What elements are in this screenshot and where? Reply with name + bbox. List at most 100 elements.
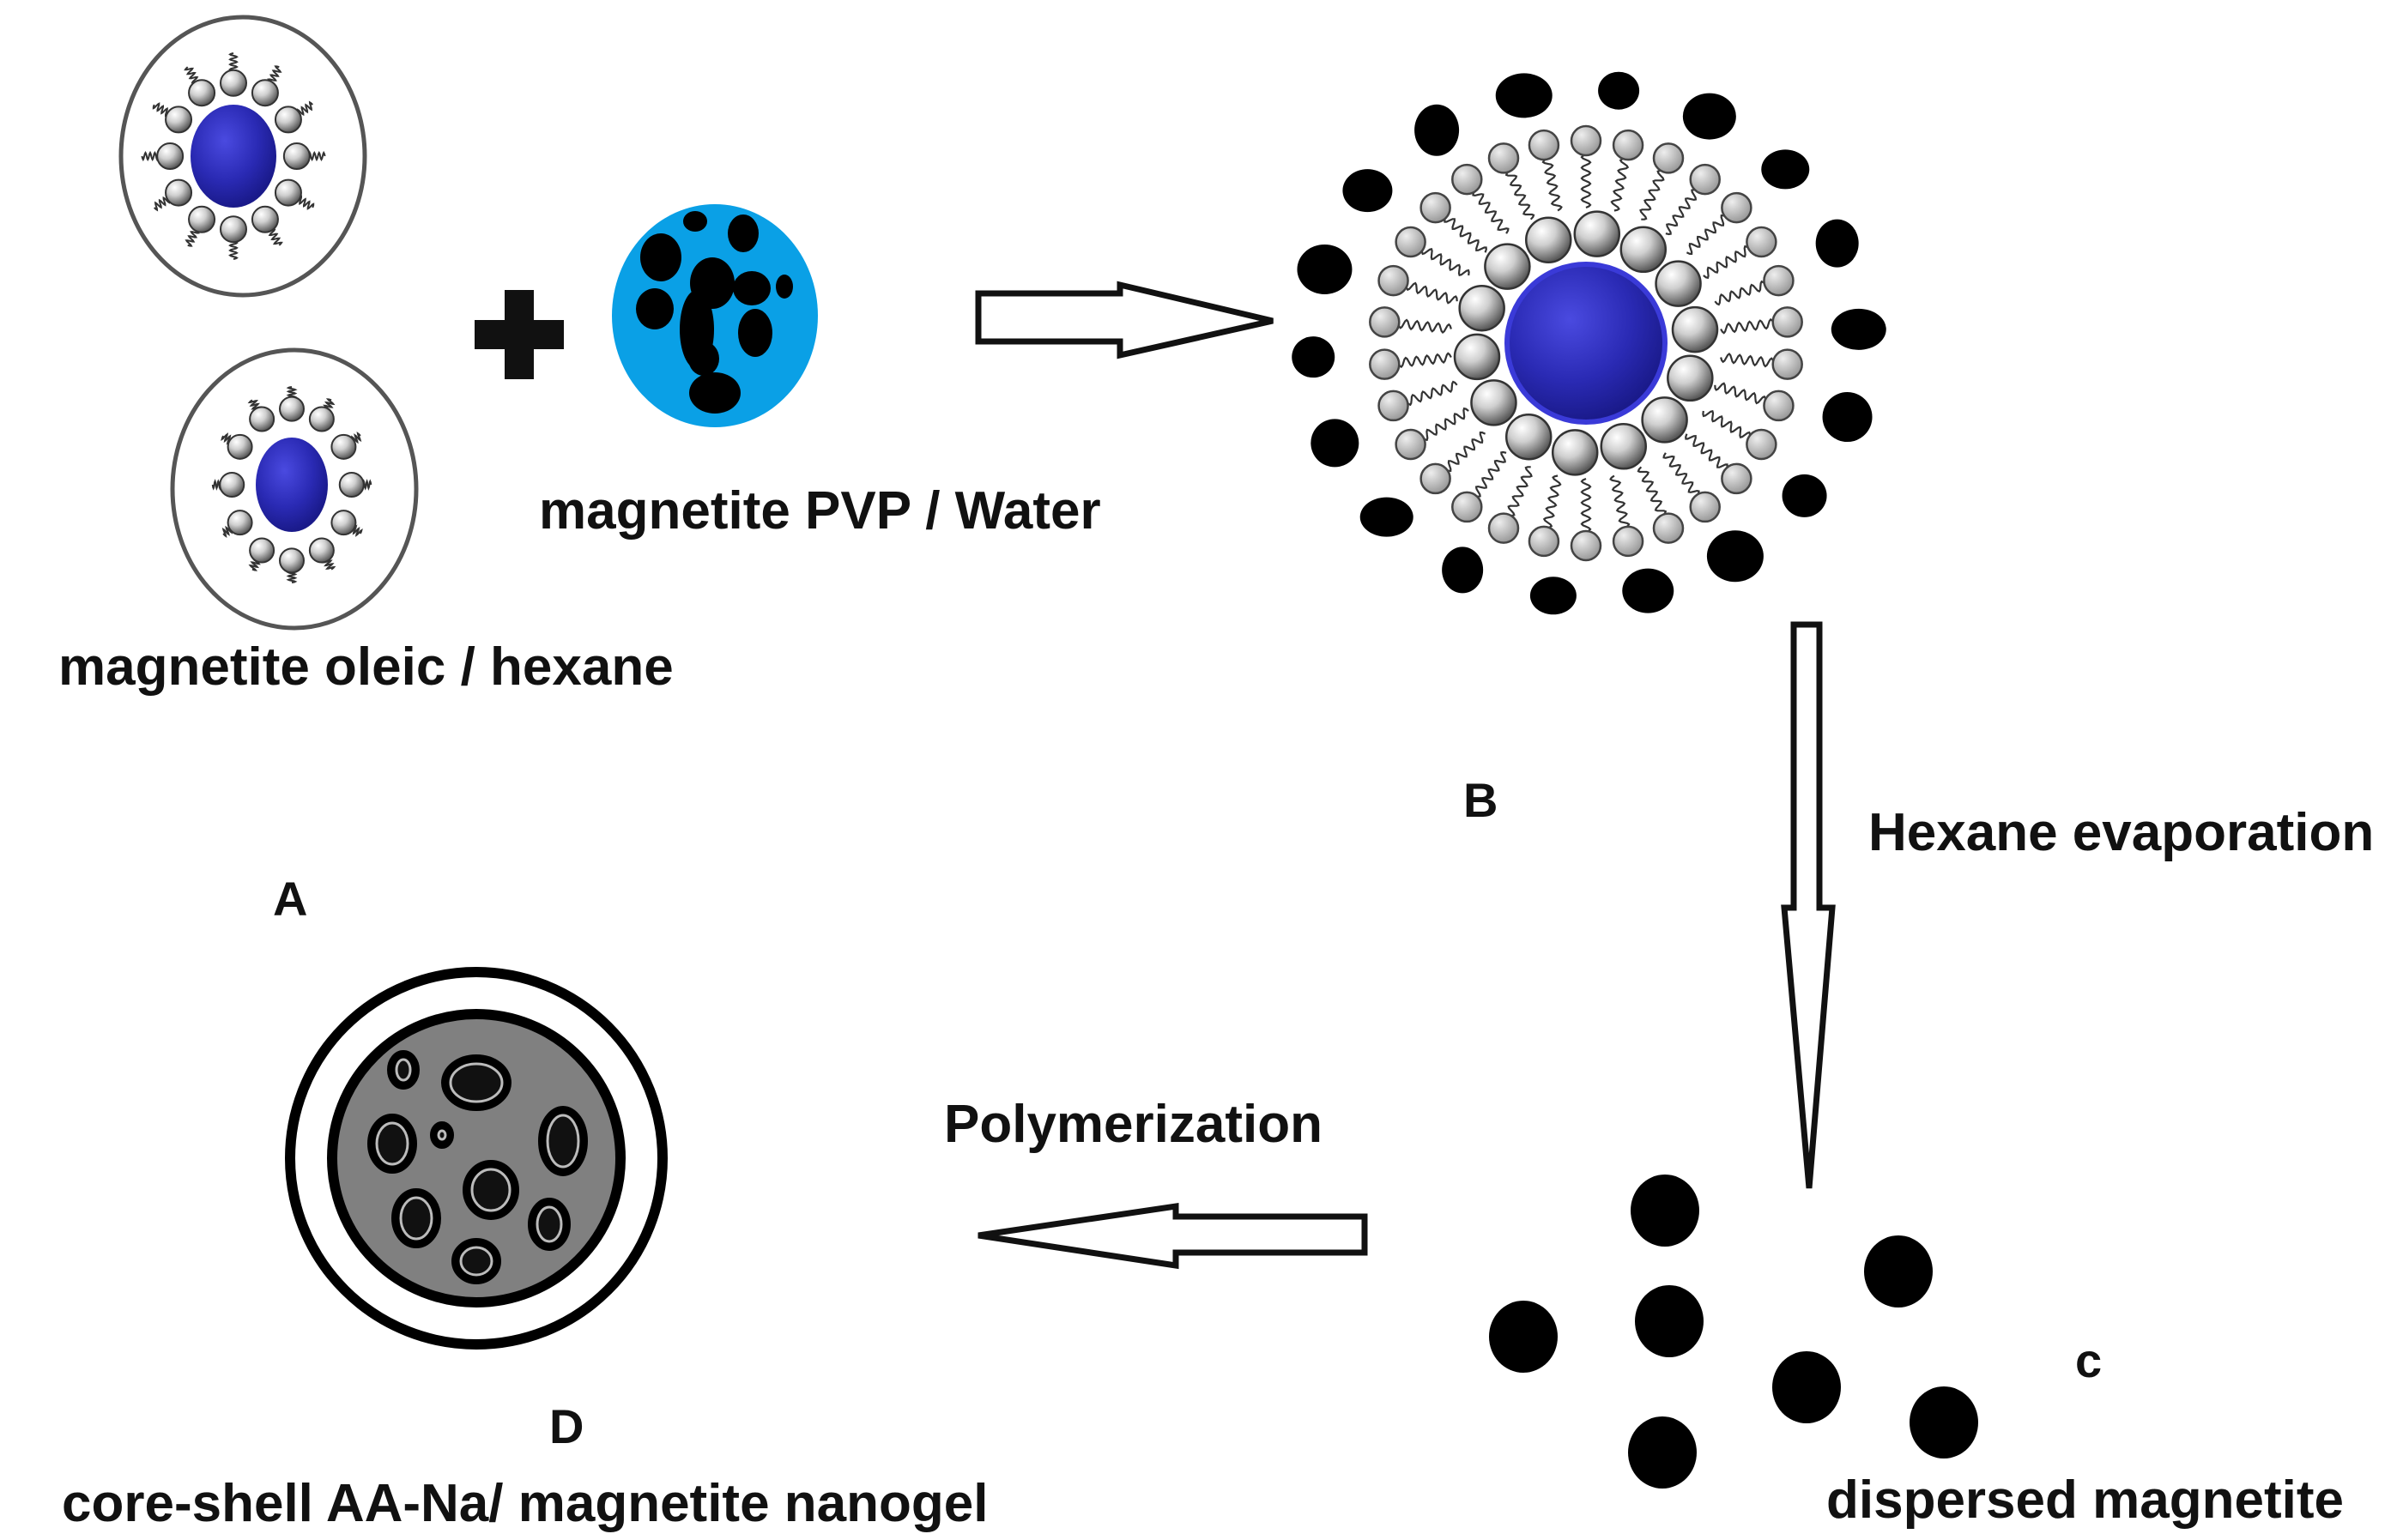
core-shell-nanogel	[285, 967, 668, 1350]
surfactant-head	[227, 433, 253, 460]
outer-head	[1528, 525, 1560, 558]
pvp-magnetite-blob	[1822, 392, 1873, 443]
outer-head	[1487, 512, 1520, 544]
outer-head	[1721, 191, 1752, 224]
pvp-coated-micelle	[1292, 71, 1886, 615]
outer-head	[1721, 462, 1752, 495]
inner-head	[1453, 333, 1501, 381]
label-dispersed-magnetite: dispersed magnetite	[1826, 1471, 2344, 1530]
outer-head	[1763, 264, 1795, 297]
arrow-down-icon	[1781, 621, 1836, 1189]
outer-head	[1771, 348, 1803, 380]
oleic-micelle-top	[118, 15, 367, 298]
inner-head	[1470, 379, 1517, 426]
outer-head	[1419, 462, 1451, 495]
pvp-magnetite-blob	[1782, 474, 1827, 517]
surfactant-head	[220, 215, 247, 244]
pvp-water-droplet	[612, 204, 818, 427]
pvp-magnetite-blob	[1706, 530, 1764, 583]
surfactant-head	[227, 510, 253, 536]
outer-head	[1612, 129, 1644, 161]
surfactant-head	[308, 537, 335, 564]
outer-head	[1570, 529, 1602, 562]
outer-head	[1771, 306, 1803, 338]
surfactant-head	[330, 433, 357, 460]
pvp-magnetite-blob	[1682, 93, 1736, 140]
label-polymerization: Polymerization	[944, 1095, 1323, 1154]
surfactant-head	[274, 106, 302, 134]
outer-head	[1528, 129, 1560, 161]
stage-letter-c: c	[2075, 1333, 2103, 1387]
outer-head	[1487, 142, 1520, 174]
surfactant-head	[220, 69, 247, 97]
inner-head	[1600, 423, 1647, 470]
outer-head	[1377, 390, 1409, 422]
stage-letter-b: B	[1463, 773, 1498, 827]
label-pvp-water: magnetite PVP / Water	[539, 481, 1101, 541]
surfactant-head	[249, 406, 275, 432]
inner-head	[1458, 284, 1505, 332]
plus-icon	[475, 290, 564, 379]
surfactant-head	[279, 396, 305, 422]
outer-head	[1395, 226, 1426, 258]
pvp-magnetite-blob	[1310, 419, 1359, 468]
surfactant-head	[338, 472, 365, 498]
surfactant-head	[156, 142, 185, 170]
surfactant-head	[282, 142, 311, 170]
inner-head	[1671, 305, 1719, 353]
surfactant-head	[251, 205, 279, 233]
label-hexane-evaporation: Hexane evaporation	[1868, 803, 2375, 862]
pvp-magnetite-blob	[1442, 547, 1484, 594]
surfactant-head	[330, 510, 357, 536]
pvp-magnetite-blob	[1359, 497, 1413, 537]
stage-letter-d: D	[549, 1399, 584, 1453]
inner-head	[1655, 260, 1702, 307]
dispersed-magnetite-particles	[1489, 1175, 1978, 1489]
outer-head	[1395, 428, 1426, 461]
outer-head	[1369, 348, 1401, 380]
inner-head	[1484, 243, 1531, 290]
outer-head	[1419, 191, 1451, 224]
pvp-magnetite-blob	[1342, 169, 1393, 213]
outer-head	[1652, 142, 1685, 174]
inner-head	[1667, 354, 1714, 402]
stage-letter-a: A	[273, 872, 308, 926]
inner-head	[1504, 413, 1553, 461]
inner-head	[1551, 429, 1599, 476]
surfactant-head	[188, 79, 216, 107]
inner-head	[1619, 226, 1668, 274]
surfactant-head	[274, 178, 302, 207]
pvp-magnetite-blob	[1622, 568, 1674, 613]
inner-head	[1641, 396, 1688, 444]
surfactant-head	[249, 537, 275, 564]
outer-head	[1746, 428, 1777, 461]
pvp-magnetite-blob	[1297, 244, 1353, 294]
surfactant-head	[165, 178, 193, 207]
surfactant-head	[251, 79, 279, 107]
pvp-magnetite-blob	[1761, 149, 1810, 190]
outer-head	[1612, 525, 1644, 558]
pvp-magnetite-blob	[1529, 577, 1577, 615]
outer-head	[1689, 491, 1721, 523]
inner-head	[1525, 216, 1572, 263]
surfactant-head	[279, 547, 305, 574]
oleic-micelle-bottom	[170, 347, 419, 631]
surfactant-head	[165, 106, 193, 134]
outer-head	[1377, 264, 1409, 297]
outer-head	[1451, 491, 1483, 523]
outer-head	[1689, 163, 1721, 196]
surfactant-head	[308, 406, 335, 432]
pvp-magnetite-blob	[1414, 104, 1460, 156]
pvp-magnetite-blob	[1815, 219, 1859, 268]
inner-head	[1573, 210, 1621, 257]
outer-head	[1652, 512, 1685, 544]
pvp-magnetite-blob	[1831, 308, 1886, 350]
outer-head	[1451, 163, 1483, 196]
outer-head	[1369, 306, 1401, 338]
label-oleic-hexane: magnetite oleic / hexane	[58, 637, 674, 697]
outer-head	[1570, 124, 1602, 157]
pvp-magnetite-blob	[1495, 73, 1553, 118]
pvp-magnetite-blob	[1598, 71, 1640, 110]
outer-head	[1746, 226, 1777, 258]
